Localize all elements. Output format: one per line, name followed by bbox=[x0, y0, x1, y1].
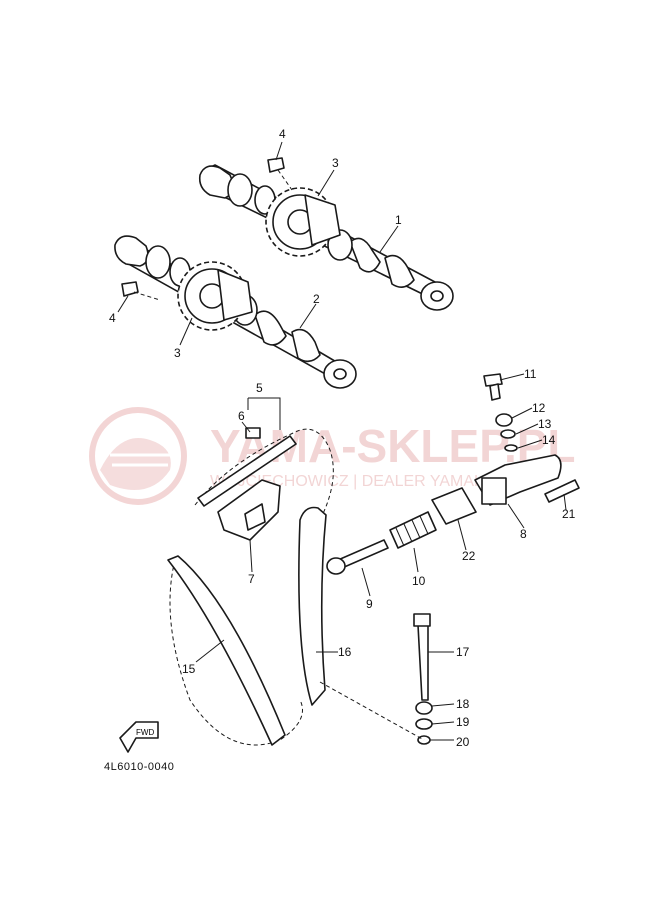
chain-tensioner-guide bbox=[298, 506, 327, 706]
chain-guide-intake bbox=[167, 555, 286, 746]
timing-chain bbox=[169, 428, 334, 746]
part-label-3b: 3 bbox=[174, 346, 181, 360]
part-label-3a: 3 bbox=[332, 156, 339, 170]
part-label-7: 7 bbox=[248, 572, 255, 586]
part-label-4a: 4 bbox=[279, 127, 286, 141]
watermark-logo-icon bbox=[89, 407, 187, 505]
part-label-12: 12 bbox=[532, 401, 546, 415]
watermark-subtitle: WOJCIECHOWICZ | DEALER YAMAHA bbox=[210, 473, 497, 490]
sprocket-bolt-lower bbox=[121, 281, 161, 301]
tensioner-rod bbox=[326, 539, 389, 575]
part-label-14: 14 bbox=[542, 433, 556, 447]
part-label-10: 10 bbox=[412, 574, 426, 588]
part-label-1: 1 bbox=[395, 213, 402, 227]
part-label-6: 6 bbox=[238, 409, 245, 423]
part-label-2: 2 bbox=[313, 292, 320, 306]
tensioner-bolt bbox=[544, 479, 580, 503]
part-label-19: 19 bbox=[456, 715, 470, 729]
washer-14 bbox=[504, 444, 518, 452]
part-label-9: 9 bbox=[366, 597, 373, 611]
part-label-21: 21 bbox=[562, 507, 576, 521]
part-label-13: 13 bbox=[538, 417, 552, 431]
part-label-18: 18 bbox=[456, 697, 470, 711]
guide-bolt bbox=[413, 613, 431, 701]
sprocket-upper bbox=[265, 187, 341, 257]
tensioner-cap-bolt bbox=[483, 373, 503, 401]
sprocket-lower bbox=[177, 261, 253, 331]
washer-13 bbox=[500, 429, 516, 439]
sprocket-bolt-upper bbox=[267, 157, 293, 191]
chain-tensioner bbox=[474, 454, 562, 506]
diagram-code: 4L6010-0040 bbox=[104, 761, 174, 773]
part-label-4b: 4 bbox=[109, 311, 116, 325]
chain-joint bbox=[245, 427, 261, 439]
part-label-17: 17 bbox=[456, 645, 470, 659]
collar-18 bbox=[415, 701, 433, 715]
part-label-16: 16 bbox=[338, 645, 352, 659]
part-label-8: 8 bbox=[520, 527, 527, 541]
washer-19 bbox=[415, 718, 433, 730]
part-label-5: 5 bbox=[256, 381, 263, 395]
tensioner-gasket bbox=[431, 487, 477, 525]
washer-12 bbox=[495, 413, 513, 427]
part-label-22: 22 bbox=[462, 549, 476, 563]
part-label-20: 20 bbox=[456, 735, 470, 749]
fwd-arrow-icon: FWD bbox=[119, 721, 159, 753]
chain-guide-top bbox=[217, 479, 281, 541]
fwd-label: FWD bbox=[136, 728, 154, 737]
tensioner-spring bbox=[389, 511, 437, 549]
part-label-15: 15 bbox=[182, 662, 196, 676]
part-label-11: 11 bbox=[524, 367, 537, 381]
